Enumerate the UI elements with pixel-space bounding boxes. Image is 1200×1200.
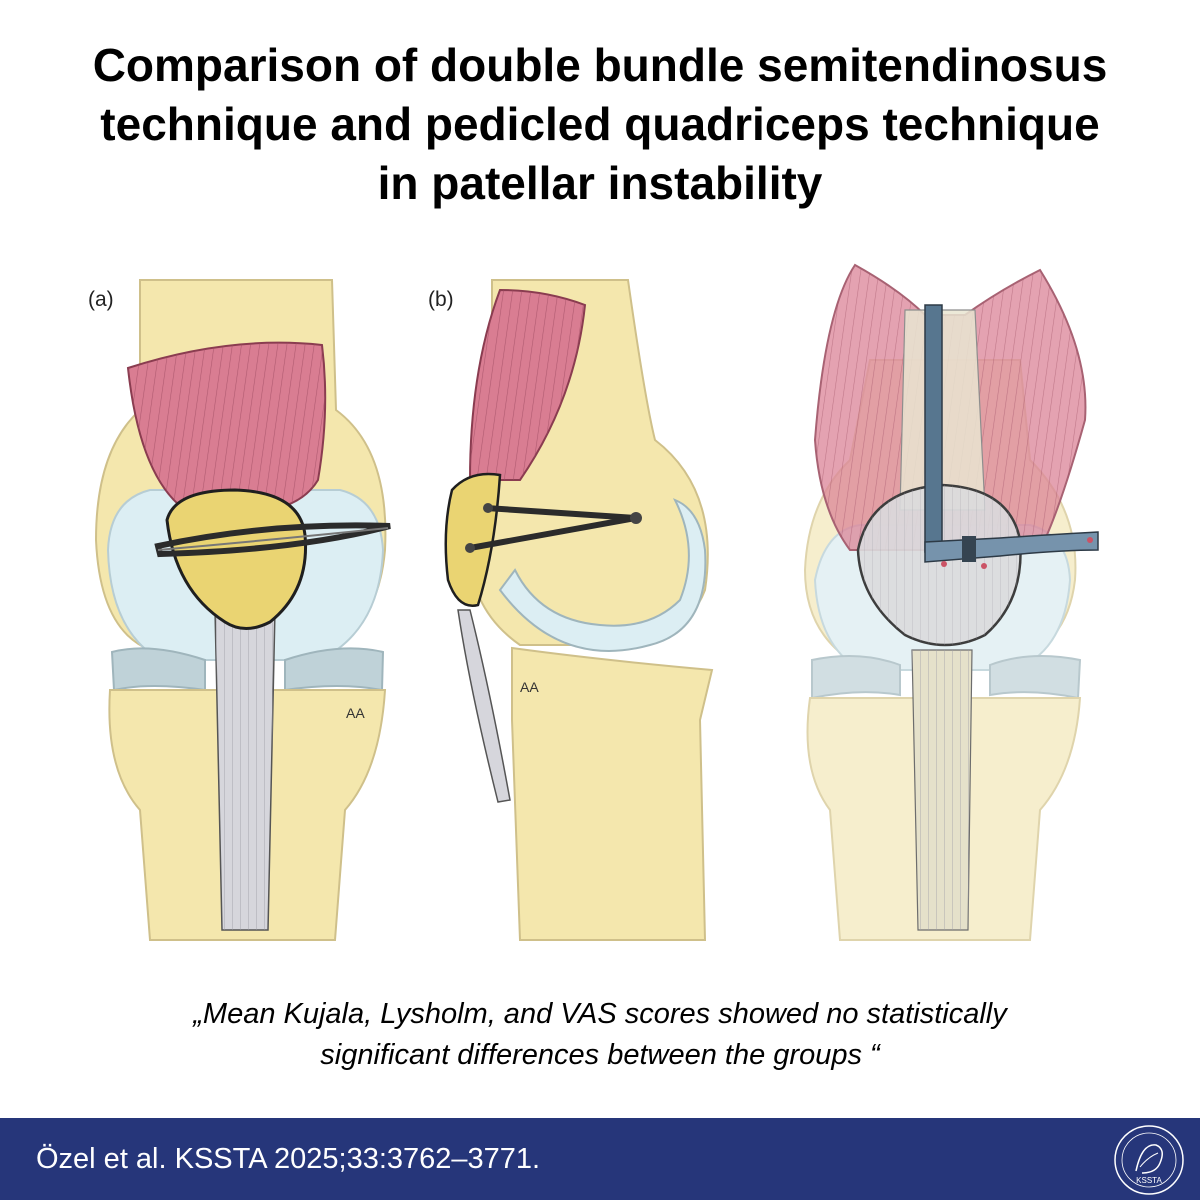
- panel-c-patella-fibers: [858, 485, 1021, 645]
- title-line-3: in patellar instability: [377, 157, 823, 209]
- panel-b-graft-bundle-upper: [485, 505, 637, 521]
- panel-a-muscle-fibers: [128, 342, 326, 512]
- panel-c-tendon-fibers: [912, 650, 972, 930]
- key-finding-quote: „Mean Kujala, Lysholm, and VAS scores sh…: [0, 994, 1200, 1076]
- panel-a-label: (a): [88, 288, 114, 311]
- title-line-1: Comparison of double bundle semitendinos…: [92, 39, 1108, 91]
- poster-title: Comparison of double bundle semitendinos…: [0, 36, 1200, 213]
- panel-b-muscle-fibers: [470, 290, 585, 480]
- title-line-2: technique and pedicled quadriceps techni…: [100, 98, 1100, 150]
- panel-c-knee-quadriceps-technique: [803, 263, 1099, 941]
- quote-line-2: significant differences between the grou…: [320, 1039, 880, 1071]
- panel-c-suture-point-1: [941, 561, 947, 567]
- panel-b-patellar-tunnel-upper: [483, 503, 493, 513]
- panel-b-knee-lateral: (b) AA: [428, 279, 714, 941]
- knee-illustration-figure: (a) AA (b): [0, 250, 1200, 950]
- panel-b-tibia: [511, 646, 714, 941]
- panel-b-patellar-tendon: [457, 609, 511, 803]
- panel-a-tendon-fibers: [215, 610, 275, 930]
- citation-text: Özel et al. KSSTA 2025;33:3762–3771.: [36, 1143, 541, 1175]
- panel-b-condyle-cartilage: [498, 498, 707, 652]
- panel-b-femoral-tunnel: [630, 512, 642, 524]
- kssta-logo-icon: KSSTA: [1114, 1125, 1184, 1195]
- panel-a-semitendinosus-graft: [154, 522, 391, 558]
- panel-c-suture-point-2: [981, 563, 987, 569]
- panel-a-knee-frontal: (a) AA: [88, 279, 391, 941]
- panel-b-graft-bundle-lower: [469, 515, 637, 551]
- panel-a-artist-signature: AA: [346, 705, 365, 721]
- quote-line-1: „Mean Kujala, Lysholm, and VAS scores sh…: [193, 998, 1007, 1030]
- panel-b-artist-signature: AA: [520, 679, 539, 695]
- panel-b-label: (b): [428, 288, 454, 311]
- panel-b-patellar-tunnel-lower: [465, 543, 475, 553]
- panel-a-patella: [165, 488, 308, 630]
- knee-illustration-svg: (a) AA (b): [88, 263, 1099, 941]
- panel-c-graft-suture: [962, 536, 976, 562]
- footer-bar: Özel et al. KSSTA 2025;33:3762–3771. KSS…: [0, 1118, 1200, 1200]
- panel-c-suture-point-3: [1087, 537, 1093, 543]
- logo-text: KSSTA: [1136, 1176, 1162, 1185]
- panel-c-pedicled-quadriceps-graft: [924, 304, 943, 553]
